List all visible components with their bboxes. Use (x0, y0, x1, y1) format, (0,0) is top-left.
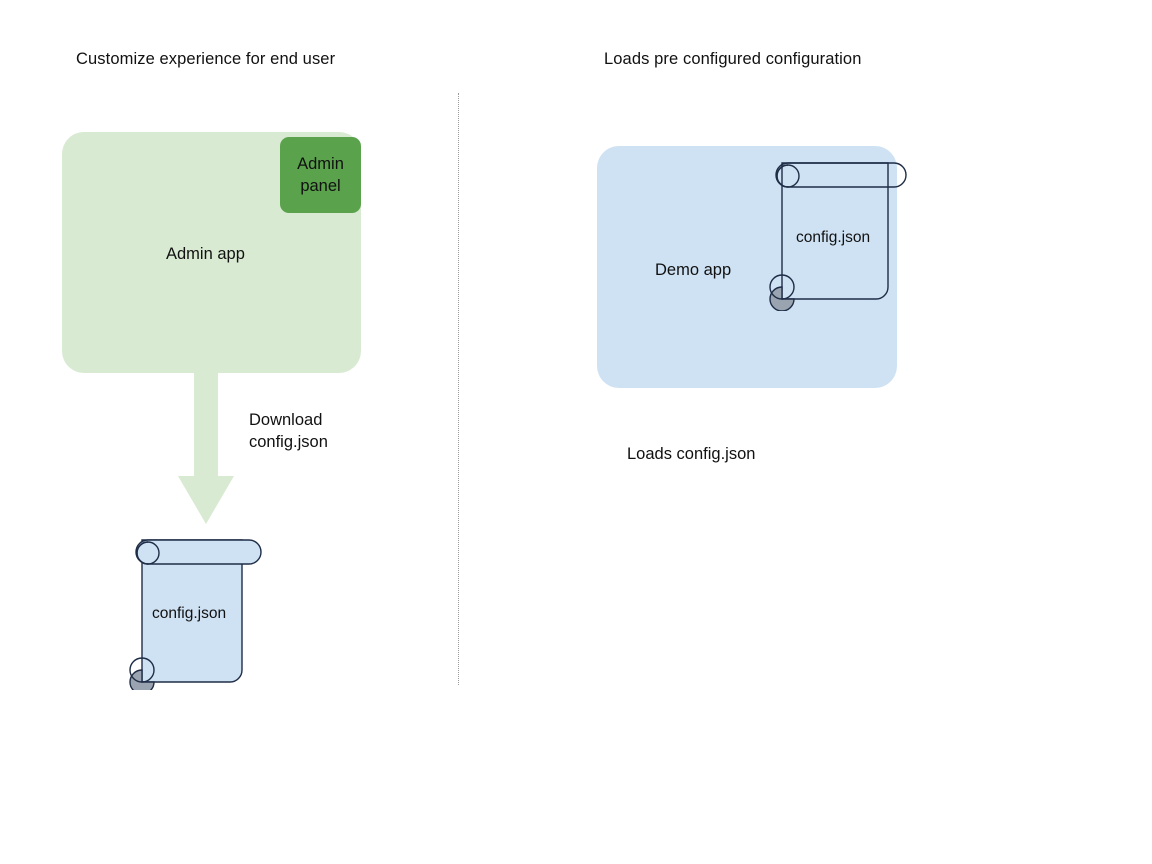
left-column-title: Customize experience for end user (76, 50, 336, 68)
download-block-arrow-icon (178, 372, 234, 524)
config-json-label-left: config.json (152, 605, 227, 622)
column-divider (458, 93, 459, 685)
download-arrow-label: Download config.json (249, 411, 328, 451)
right-column-title: Loads pre configured configuration (604, 50, 862, 68)
config-json-document-right[interactable] (766, 151, 912, 311)
admin-app-label: Admin app (166, 245, 245, 263)
loads-config-caption: Loads config.json (627, 445, 756, 463)
config-json-label-right: config.json (796, 229, 871, 246)
demo-app-label: Demo app (655, 261, 732, 279)
config-json-document-left[interactable] (118, 528, 266, 690)
admin-panel-box[interactable]: Admin panel (280, 137, 361, 213)
admin-panel-label: Admin panel (297, 155, 344, 195)
